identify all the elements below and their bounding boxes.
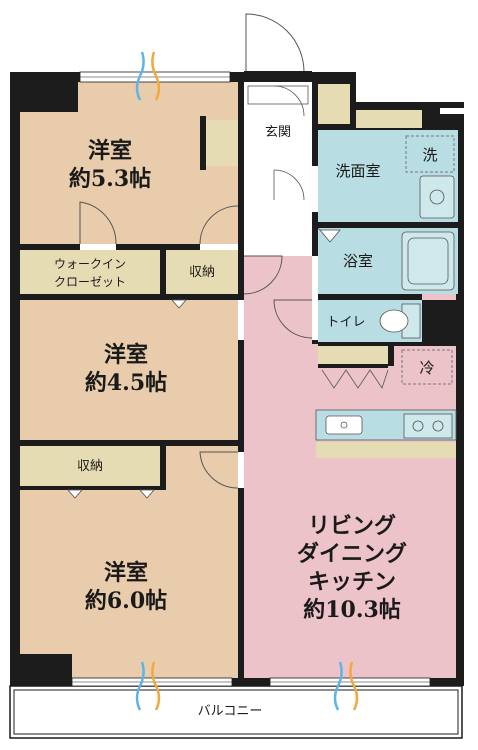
toilet-fixture xyxy=(379,309,409,333)
room3-size: 約6.0帖 xyxy=(85,588,167,614)
walk-in-closet xyxy=(20,250,160,294)
balcony-label: バルコニー xyxy=(198,704,263,719)
storage-1-label: 収納 xyxy=(189,265,215,280)
storage-1 xyxy=(166,250,238,294)
refrigerator-label: 冷 xyxy=(419,359,434,377)
toilet-label: トイレ xyxy=(326,315,365,330)
ldk-line1: リビング xyxy=(308,513,396,539)
walk-in-closet-label-1: ウォークイン xyxy=(54,257,126,271)
washroom-label: 洗面室 xyxy=(335,162,380,180)
door-room1 xyxy=(79,201,117,245)
entrance-label: 玄関 xyxy=(265,125,291,140)
room1-size: 約5.3帖 xyxy=(69,166,151,192)
window-top xyxy=(79,51,231,101)
walk-in-closet-label-2: クローゼット xyxy=(54,275,126,289)
room2-size: 約4.5帖 xyxy=(85,370,167,396)
ldk-line3: キッチン xyxy=(308,569,396,595)
washing-machine-label: 洗 xyxy=(422,146,437,164)
storage-2-label: 収納 xyxy=(77,459,103,474)
ldk-size: 約10.3帖 xyxy=(303,597,401,623)
western-room-2 xyxy=(20,300,238,440)
washing-machine xyxy=(405,135,455,173)
room2-name: 洋室 xyxy=(104,342,148,368)
window-bottom-left xyxy=(71,661,233,711)
window-bottom-right xyxy=(269,661,431,711)
vanity-sink xyxy=(419,175,455,219)
bathroom-label: 浴室 xyxy=(343,252,373,270)
refrigerator xyxy=(401,349,453,385)
ldk-line2: ダイニング xyxy=(297,541,407,567)
room3-name: 洋室 xyxy=(104,560,148,586)
bathtub xyxy=(401,231,455,291)
room1-name: 洋室 xyxy=(88,138,132,164)
